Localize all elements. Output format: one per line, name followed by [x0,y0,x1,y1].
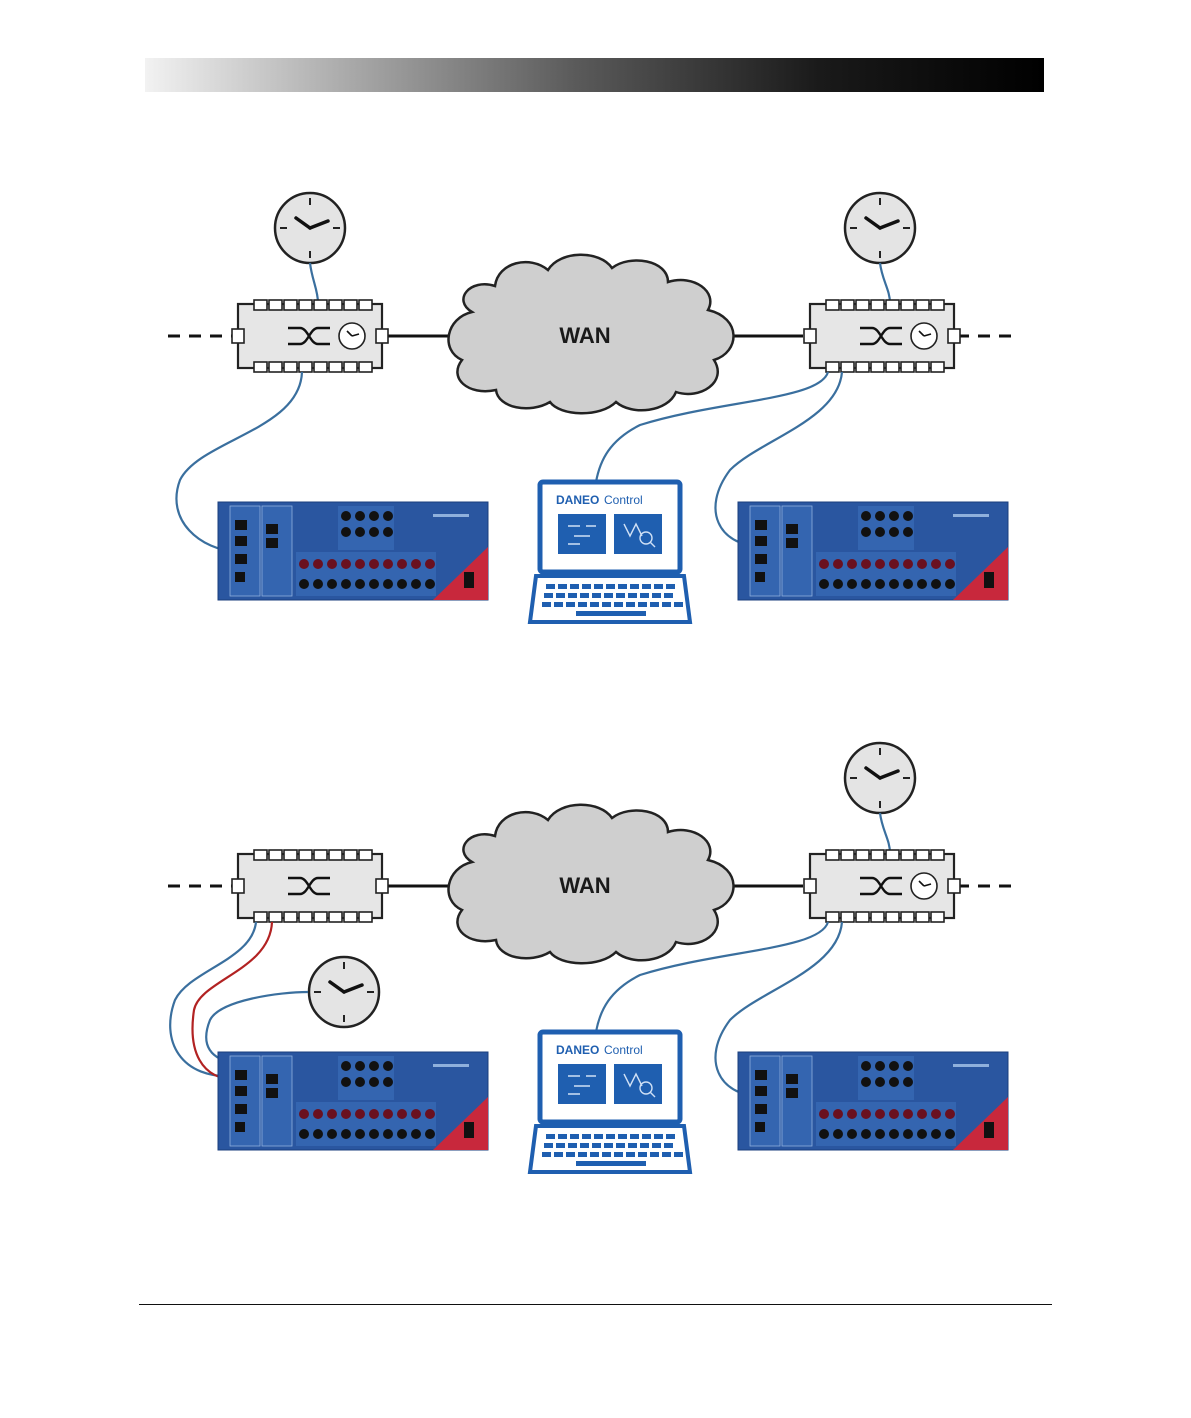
laptop-product: Control [604,1043,643,1057]
laptop-product: Control [604,493,643,507]
footer-rule [139,1304,1052,1305]
wan-label: WAN [559,873,610,898]
laptop-icon: DANEO Control [530,1032,690,1172]
clock-cable-right [880,263,890,303]
network-diagram-top: WAN [0,0,1191,520]
switch-icon [804,300,960,372]
clock-cable-right [880,813,890,853]
clock-icon [845,743,915,813]
network-diagram-bottom: WAN [0,550,1191,1070]
switch-icon [232,850,388,922]
cloud-icon: WAN [449,255,734,414]
clock-icon [309,957,379,1027]
wan-label: WAN [559,323,610,348]
clock-icon [275,193,345,263]
switch-icon [232,300,388,372]
clock-icon [845,193,915,263]
clock-cable-left [310,263,318,303]
device-icon [218,1052,488,1150]
laptop-brand: DANEO [556,1043,599,1057]
switch-icon [804,850,960,922]
device-icon [738,1052,1008,1150]
cloud-icon: WAN [449,805,734,964]
laptop-brand: DANEO [556,493,599,507]
